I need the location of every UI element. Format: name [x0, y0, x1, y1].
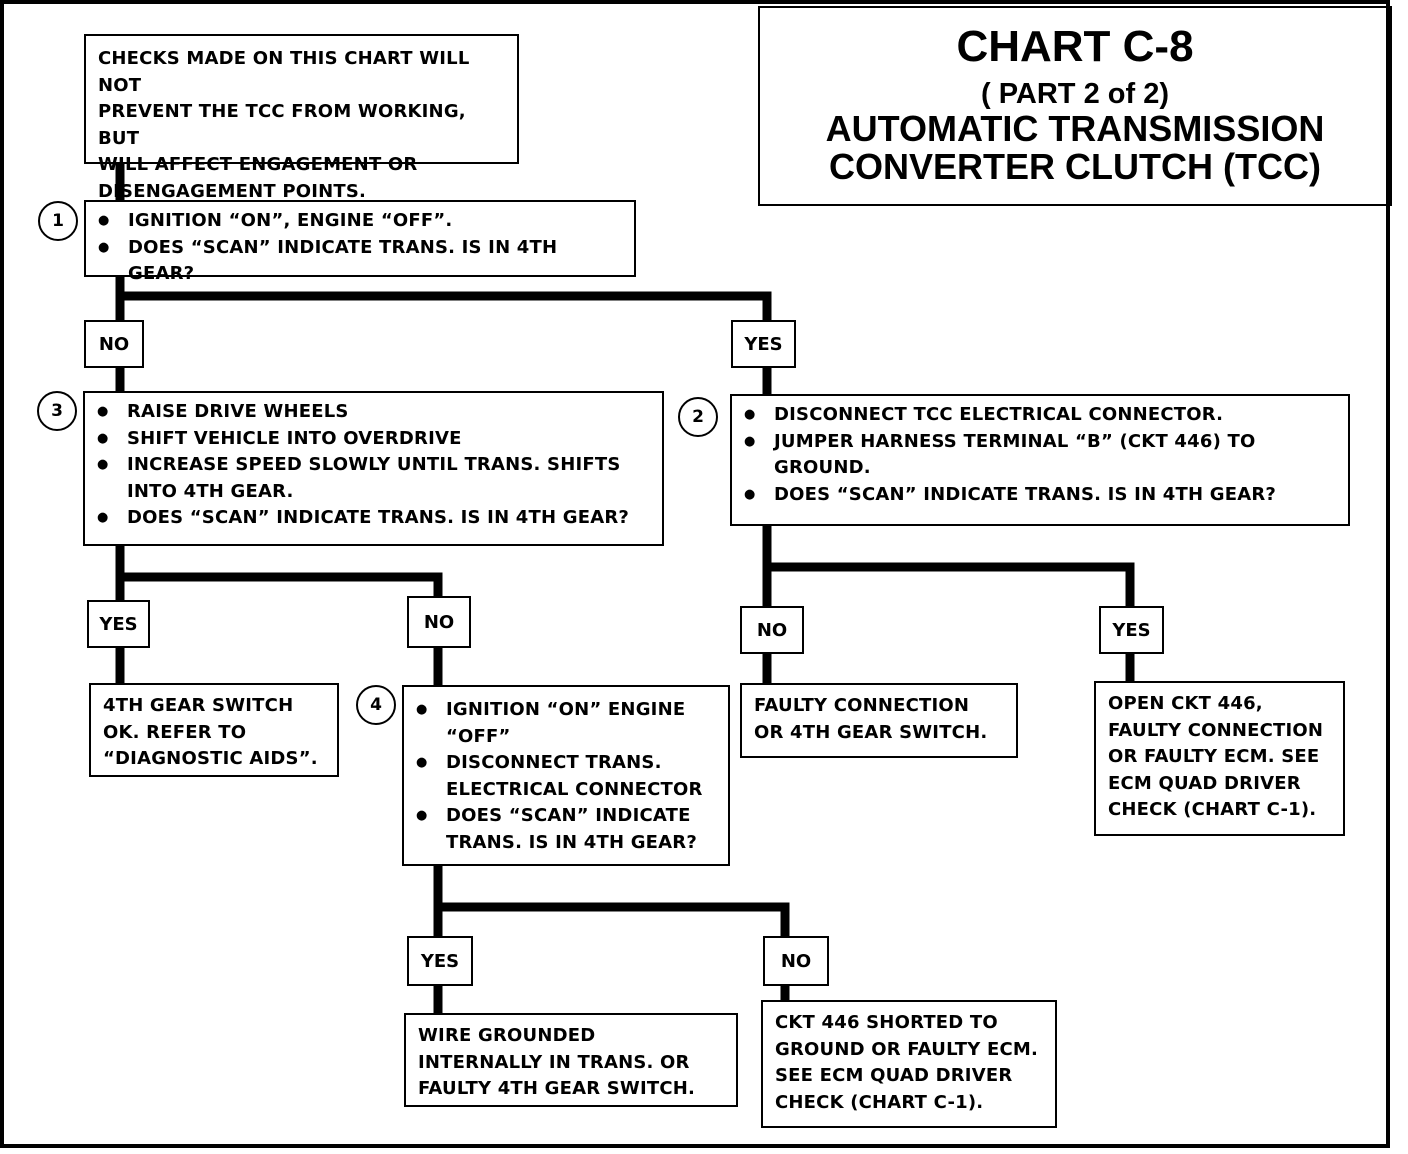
result-line: SEE ECM QUAD DRIVER [775, 1065, 1013, 1086]
no-label: NO [763, 936, 829, 986]
line-step3-no [115, 572, 443, 601]
step-2-item: DISCONNECT TCC ELECTRICAL CONNECTOR. [740, 402, 1338, 429]
no-label: NO [84, 320, 144, 368]
chart-number: CHART C-8 [956, 22, 1194, 71]
step-2-box: DISCONNECT TCC ELECTRICAL CONNECTOR. JUM… [730, 394, 1350, 526]
result-line: WIRE GROUNDED [418, 1025, 596, 1046]
result-line: OR FAULTY ECM. SEE [1108, 746, 1320, 767]
chart-part: ( PART 2 of 2) [981, 78, 1169, 110]
result-line: CHECK (CHART C-1). [775, 1091, 984, 1113]
no-label: NO [740, 606, 804, 654]
result-wire-grounded: WIRE GROUNDED INTERNALLY IN TRANS. OR FA… [404, 1013, 738, 1107]
chart-title-line2: CONVERTER CLUTCH (TCC) [829, 146, 1321, 187]
step-4-item: DISCONNECT TRANS. ELECTRICAL CONNECTOR [412, 750, 718, 803]
result-line: OR 4TH GEAR SWITCH. [754, 721, 988, 743]
step-3-marker: 3 [37, 391, 77, 431]
result-line: FAULTY CONNECTION [754, 695, 970, 716]
result-open-ckt-446: OPEN CKT 446, FAULTY CONNECTION OR FAULT… [1094, 681, 1345, 836]
step-4-marker: 4 [356, 685, 396, 725]
note-line: CHECKS MADE ON THIS CHART WILL NOT [98, 48, 470, 96]
chart-title-line1: AUTOMATIC TRANSMISSION [825, 108, 1325, 149]
step-4-box: IGNITION “ON” ENGINE “OFF” DISCONNECT TR… [402, 685, 730, 866]
result-ckt-446-shorted: CKT 446 SHORTED TO GROUND OR FAULTY ECM.… [761, 1000, 1057, 1128]
step-2-item: DOES “SCAN” INDICATE TRANS. IS IN 4TH GE… [740, 482, 1338, 509]
note-line: WILL AFFECT ENGAGEMENT OR [98, 154, 418, 175]
line-step1-yes [115, 291, 772, 325]
step-3-box: RAISE DRIVE WHEELS SHIFT VEHICLE INTO OV… [83, 391, 664, 546]
line-step4-no [433, 902, 790, 941]
result-line: FAULTY 4TH GEAR SWITCH. [418, 1078, 696, 1099]
chart-title-box: CHART C-8 ( PART 2 of 2) AUTOMATIC TRANS… [758, 6, 1392, 206]
yes-label: YES [731, 320, 796, 368]
note-line: DISENGAGEMENT POINTS. [98, 180, 367, 202]
result-line: CKT 446 SHORTED TO [775, 1012, 998, 1033]
step-3-item: DOES “SCAN” INDICATE TRANS. IS IN 4TH GE… [93, 505, 652, 532]
step-3-item: SHIFT VEHICLE INTO OVERDRIVE [93, 426, 652, 453]
result-4th-gear-ok: 4TH GEAR SWITCH OK. REFER TO “DIAGNOSTIC… [89, 683, 339, 777]
step-2-marker: 2 [678, 397, 718, 437]
result-line: GROUND OR FAULTY ECM. [775, 1038, 1039, 1060]
result-line: “DIAGNOSTIC AIDS”. [103, 748, 318, 769]
step-4-item: IGNITION “ON” ENGINE “OFF” [412, 697, 718, 750]
result-line: 4TH GEAR SWITCH [103, 695, 294, 716]
result-line: OK. REFER TO [103, 721, 247, 743]
note-line: PREVENT THE TCC FROM WORKING, BUT [98, 101, 466, 149]
result-line: FAULTY CONNECTION [1108, 719, 1324, 741]
no-label: NO [407, 596, 471, 648]
step-4-item: DOES “SCAN” INDICATE TRANS. IS IN 4TH GE… [412, 803, 718, 856]
line-step2-yes [762, 562, 1135, 611]
yes-label: YES [87, 600, 150, 648]
step-1-item: IGNITION “ON”, ENGINE “OFF”. [94, 208, 624, 235]
result-line: INTERNALLY IN TRANS. OR [418, 1051, 690, 1073]
step-3-item: RAISE DRIVE WHEELS [93, 399, 652, 426]
yes-label: YES [1099, 606, 1164, 654]
step-1-marker: 1 [38, 201, 78, 241]
result-faulty-connection: FAULTY CONNECTION OR 4TH GEAR SWITCH. [740, 683, 1018, 758]
note-box: CHECKS MADE ON THIS CHART WILL NOT PREVE… [84, 34, 519, 202]
step-1-box: IGNITION “ON”, ENGINE “OFF”. DOES “SCAN”… [84, 200, 636, 284]
result-line: ECM QUAD DRIVER [1108, 772, 1301, 794]
yes-label: YES [407, 936, 473, 986]
result-line: CHECK (CHART C-1). [1108, 799, 1317, 820]
step-3-item: INCREASE SPEED SLOWLY UNTIL TRANS. SHIFT… [93, 452, 652, 505]
result-line: OPEN CKT 446, [1108, 693, 1263, 714]
step-2-item: JUMPER HARNESS TERMINAL “B” (CKT 446) TO… [740, 429, 1338, 482]
step-1-item: DOES “SCAN” INDICATE TRANS. IS IN 4TH GE… [94, 235, 624, 288]
